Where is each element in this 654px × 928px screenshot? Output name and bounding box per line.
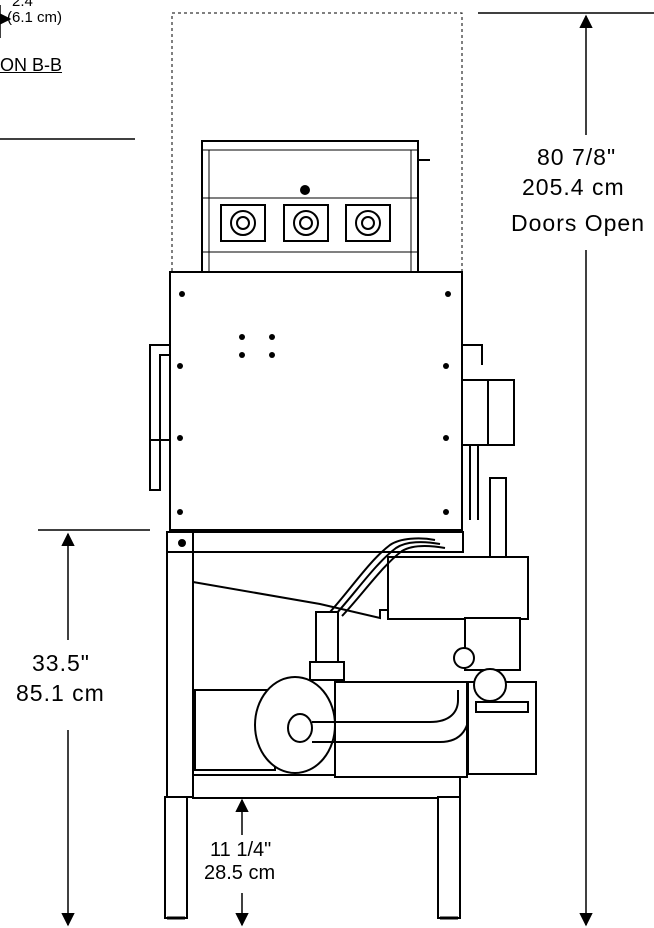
control-panel bbox=[201, 140, 430, 274]
section-label: ON B-B bbox=[0, 55, 63, 75]
gauge-icon-right bbox=[345, 204, 391, 242]
table-height-dimension bbox=[38, 529, 150, 927]
overall-height-metric: 205.4 cm bbox=[522, 174, 625, 200]
clearance-imperial: 11 1/4" bbox=[210, 839, 272, 861]
table-height-metric: 85.1 cm bbox=[16, 680, 105, 706]
pump-motor bbox=[194, 611, 537, 778]
top-dimension-lines bbox=[0, 5, 135, 140]
gauge-icon-center bbox=[283, 204, 329, 242]
table-height-imperial: 33.5" bbox=[32, 650, 90, 676]
table-frame bbox=[164, 531, 464, 920]
hoses bbox=[329, 537, 446, 617]
booster-heater-box bbox=[461, 379, 515, 559]
overall-height-imperial: 80 7/8" bbox=[537, 144, 617, 170]
doors-open-note: Doors Open bbox=[511, 210, 646, 236]
gauge-icon-left bbox=[220, 204, 266, 242]
top-dimension-metric: (6.1 cm) bbox=[7, 9, 63, 26]
top-dimension-value: 2.4 bbox=[12, 0, 33, 10]
wash-chamber bbox=[149, 271, 483, 531]
overall-height-dimension bbox=[478, 12, 654, 927]
clearance-metric: 28.5 cm bbox=[204, 862, 276, 884]
